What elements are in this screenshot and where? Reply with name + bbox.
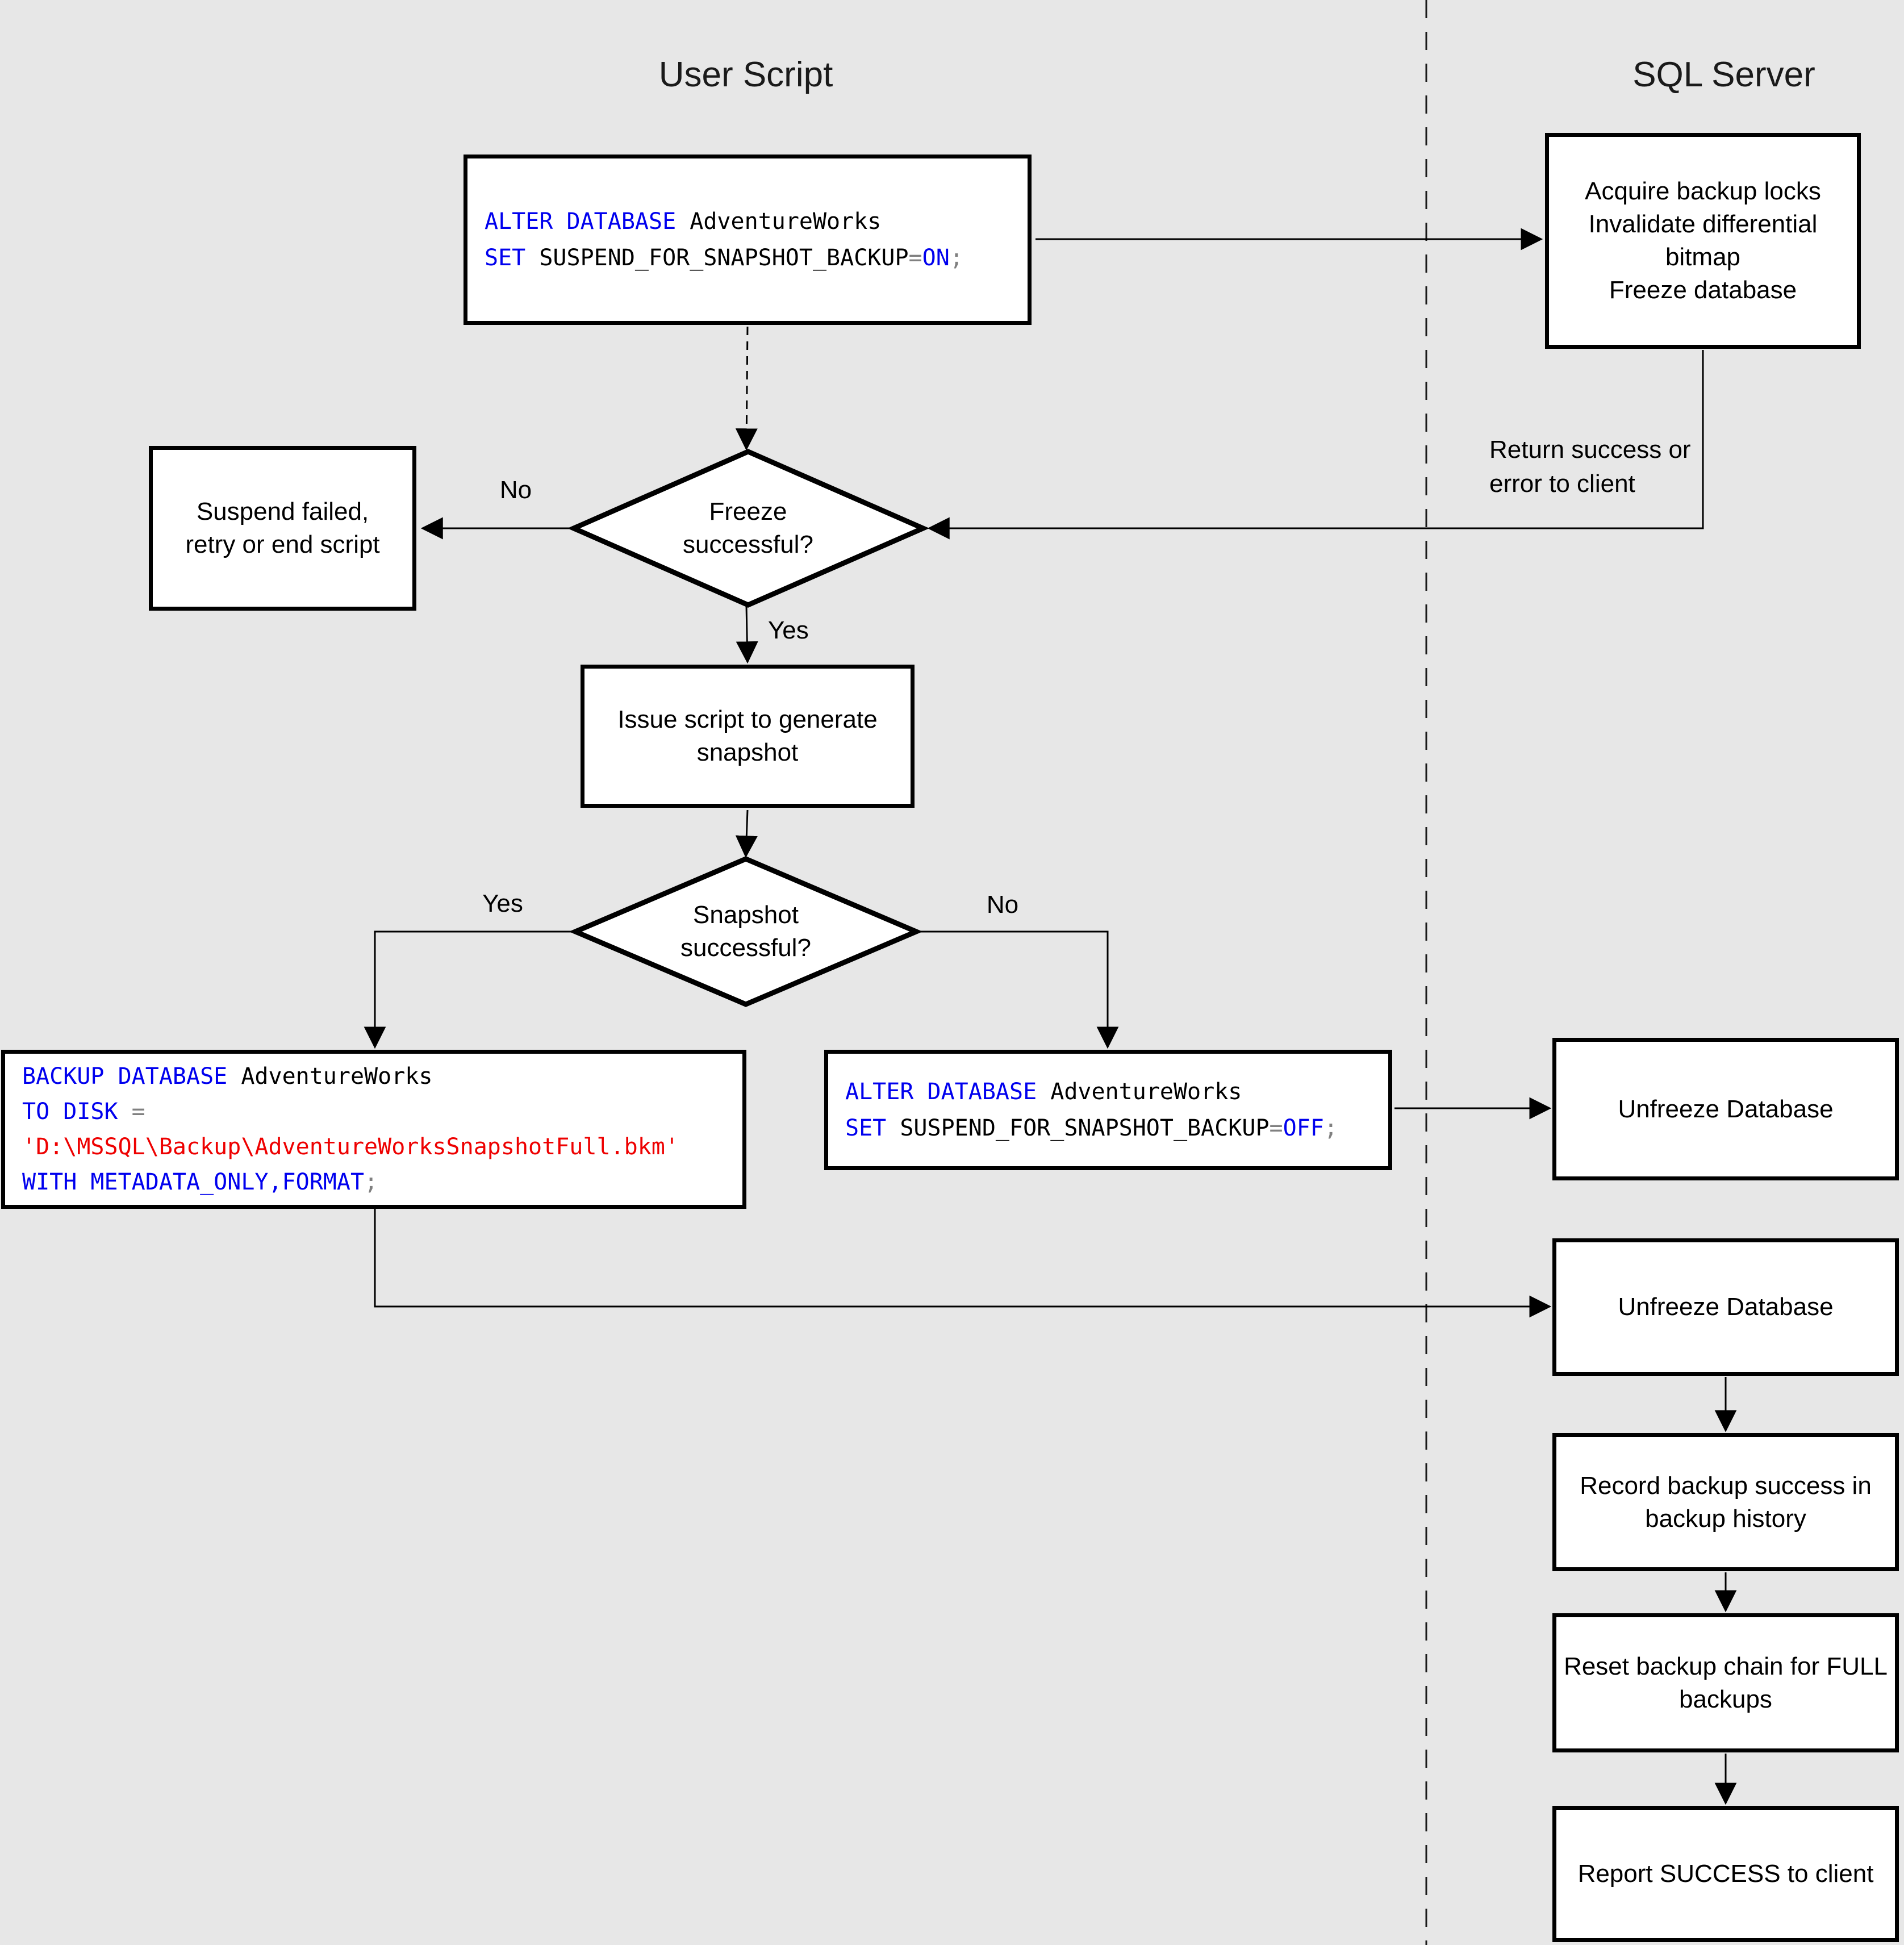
snapshot-no-label: No [986,891,1019,919]
lane-title-user-script: User Script [658,55,833,94]
acquire-locks-line: Invalidate differential [1588,210,1818,238]
arrow-snapshot-no-to-suspend-off [917,930,1119,1049]
arrow-acquire-to-freeze-decision [927,350,1704,540]
code-line: ALTER DATABASE AdventureWorks [845,1079,1242,1105]
snapshot-decision-diamond [569,856,923,1007]
acquire-locks-box: Acquire backup locks Invalidate differen… [1545,133,1861,349]
code-line: TO DISK = [22,1099,145,1125]
arrow-freeze-yes-to-issue-script [736,605,758,664]
arrow-issue-script-to-snapshot-decision [735,809,758,858]
freeze-yes-label: Yes [768,616,809,644]
freeze-no-label: No [499,476,532,504]
arrow-suspend-on-to-freeze-decision [735,326,758,451]
arrow-backup-to-unfreeze-2 [374,1208,1552,1318]
acquire-locks-line: Freeze database [1609,276,1797,304]
freeze-decision-label: Freeze successful? [683,498,813,558]
freeze-decision-diamond [567,449,930,608]
snapshot-yes-label: Yes [482,890,523,917]
code-line: ALTER DATABASE AdventureWorks [485,208,882,235]
issue-script-box: Issue script to generate snapshot [581,665,915,808]
code-line: WITH METADATA_ONLY,FORMAT; [22,1169,378,1195]
unfreeze-database-1-box: Unfreeze Database [1552,1038,1899,1180]
snapshot-decision-label: Snapshot successful? [680,901,811,962]
return-status-note: Return success or error to client [1489,436,1691,498]
code-line: 'D:\MSSQL\Backup\AdventureWorksSnapshotF… [22,1134,679,1160]
code-line: BACKUP DATABASE AdventureWorks [22,1063,433,1090]
unfreeze-database-2-box: Unfreeze Database [1552,1238,1899,1376]
arrow-snapshot-yes-to-backup [364,930,574,1049]
reset-backup-chain-box: Reset backup chain for FULL backups [1552,1613,1899,1752]
code-suspend-off-box: ALTER DATABASE AdventureWorks SET SUSPEN… [824,1050,1392,1170]
code-backup-box: BACKUP DATABASE AdventureWorks TO DISK =… [1,1050,746,1209]
report-success-box: Report SUCCESS to client [1552,1806,1899,1942]
suspend-failed-box: Suspend failed, retry or end script [149,446,416,611]
acquire-locks-line: bitmap [1665,243,1741,271]
code-line: SET SUSPEND_FOR_SNAPSHOT_BACKUP=ON; [485,245,963,271]
code-suspend-on-box: ALTER DATABASE AdventureWorks SET SUSPEN… [464,155,1032,325]
acquire-locks-line: Acquire backup locks [1585,177,1821,205]
lane-title-sql-server: SQL Server [1632,55,1815,94]
record-backup-history-box: Record backup success in backup history [1552,1433,1899,1571]
code-line: SET SUSPEND_FOR_SNAPSHOT_BACKUP=OFF; [845,1115,1338,1141]
